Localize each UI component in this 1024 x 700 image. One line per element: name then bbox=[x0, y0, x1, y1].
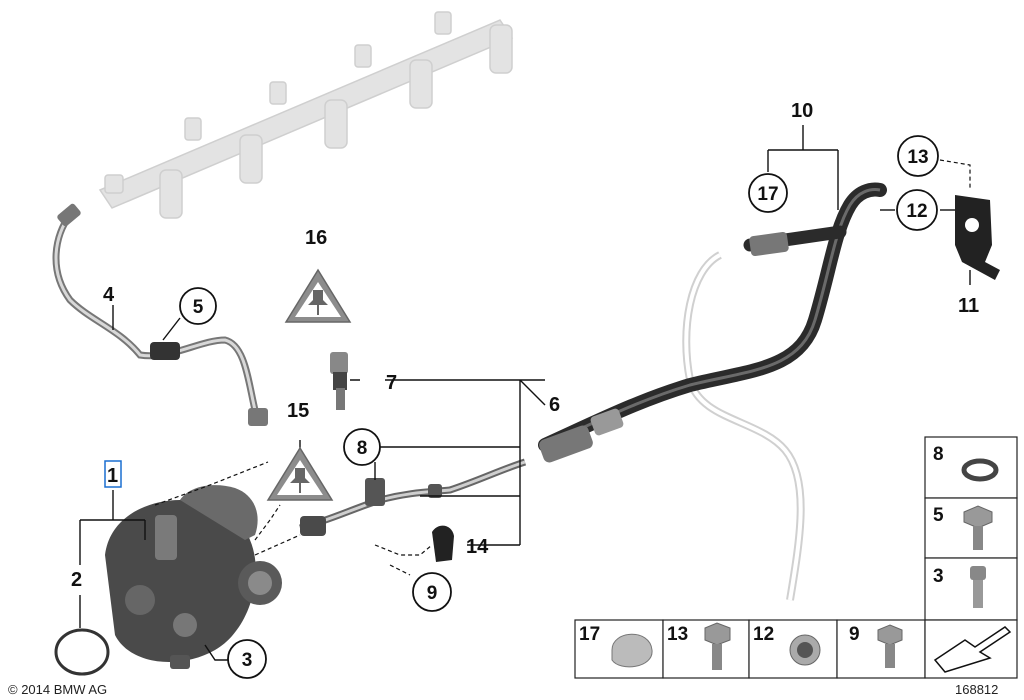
callout-6: 6 bbox=[549, 394, 560, 416]
callout-17: 17 bbox=[748, 173, 788, 213]
callout-10: 10 bbox=[791, 100, 813, 122]
o-ring bbox=[54, 628, 110, 676]
socket-screw-thumb bbox=[970, 566, 986, 608]
callout-3: 3 bbox=[227, 639, 267, 679]
hose-clip-thumb bbox=[611, 633, 653, 668]
legend-5-label: 5 bbox=[933, 505, 944, 526]
callout-14: 14 bbox=[466, 536, 489, 558]
legend-3-label: 3 bbox=[933, 566, 944, 587]
svg-text:8: 8 bbox=[357, 438, 368, 459]
callout-15: 15 bbox=[287, 400, 309, 422]
legend-13-label: 13 bbox=[667, 624, 688, 645]
svg-text:12: 12 bbox=[906, 201, 927, 222]
legend-8-label: 8 bbox=[933, 444, 944, 465]
legend-9-label: 9 bbox=[849, 624, 860, 645]
clamp-thumb bbox=[789, 634, 821, 666]
circled-callouts: 5 8 9 3 17 12 13 bbox=[179, 135, 939, 679]
legend-12-label: 12 bbox=[753, 624, 774, 645]
svg-text:17: 17 bbox=[757, 184, 778, 205]
return-line-ghost bbox=[682, 251, 805, 601]
warning-triangle-15 bbox=[266, 446, 334, 501]
fuel-hose bbox=[538, 182, 887, 463]
callout-7: 7 bbox=[386, 372, 397, 394]
o-ring-thumb bbox=[961, 458, 999, 482]
side-legend: 8 5 3 bbox=[924, 436, 1018, 621]
fuel-feed-line bbox=[299, 458, 527, 536]
svg-text:9: 9 bbox=[427, 583, 438, 604]
callout-5: 5 bbox=[179, 287, 217, 325]
bolt-flange-thumb bbox=[963, 505, 993, 550]
flange-bolt-thumb bbox=[877, 624, 903, 668]
clamp-bracket bbox=[955, 195, 1000, 280]
diagram-number: 168812 bbox=[955, 682, 998, 697]
callout-12: 12 bbox=[896, 189, 938, 231]
bottom-legend: 17 13 12 9 bbox=[574, 619, 1018, 679]
bracket bbox=[432, 525, 454, 562]
callout-8: 8 bbox=[343, 428, 381, 466]
high-pressure-line bbox=[52, 203, 268, 426]
fuel-rail-ghost bbox=[98, 11, 514, 219]
leader-lines bbox=[79, 125, 971, 661]
legend-17-label: 17 bbox=[579, 624, 600, 645]
callout-1: 1 bbox=[107, 465, 118, 487]
svg-text:3: 3 bbox=[242, 650, 253, 671]
svg-text:13: 13 bbox=[907, 147, 928, 168]
callout-2: 2 bbox=[71, 569, 82, 591]
hex-bolt-thumb bbox=[704, 622, 731, 670]
pressure-sensor bbox=[330, 352, 348, 410]
callout-1-highlight bbox=[104, 460, 122, 488]
arrow-icon bbox=[933, 626, 1012, 673]
copyright: © 2014 BMW AG bbox=[8, 682, 107, 697]
high-pressure-pump bbox=[105, 485, 282, 669]
callout-13: 13 bbox=[897, 135, 939, 177]
callout-16: 16 bbox=[305, 227, 327, 249]
warning-triangle-16 bbox=[284, 268, 352, 323]
callout-labels: 1 2 4 6 7 10 11 14 15 16 bbox=[71, 100, 979, 591]
callout-4: 4 bbox=[103, 284, 115, 306]
callout-11: 11 bbox=[958, 295, 979, 317]
callout-9: 9 bbox=[412, 572, 452, 612]
svg-text:5: 5 bbox=[193, 297, 204, 318]
